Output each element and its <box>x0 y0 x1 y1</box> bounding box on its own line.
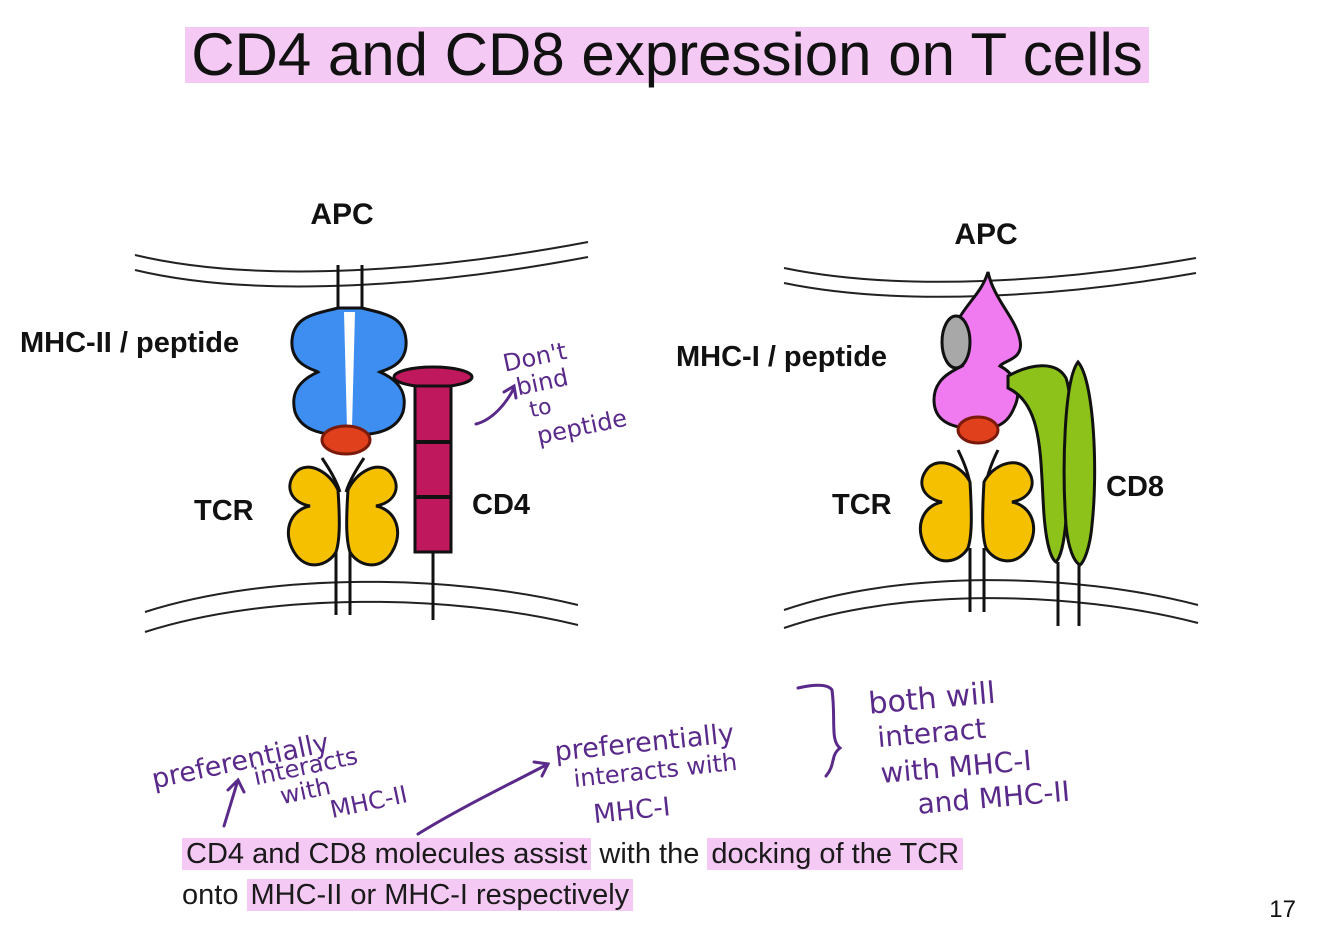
left-apc-membrane <box>134 241 589 288</box>
left-tcr <box>286 457 400 615</box>
body-line-2: onto MHC-II or MHC-I respectively <box>182 875 1182 916</box>
title-container: CD4 and CD8 expression on T cells <box>0 18 1334 92</box>
note-dont-bind: Don't bind to peptide <box>500 337 629 450</box>
note-both: both will interact with MHC-I and MHC-II <box>867 676 1071 821</box>
body-plain-1: with the <box>591 838 708 870</box>
page-number: 17 <box>1269 896 1296 923</box>
body-text: CD4 and CD8 molecules assist with the do… <box>182 834 1182 916</box>
cd8-molecule <box>1006 359 1097 626</box>
mhc2-groove <box>344 312 355 428</box>
note-dont-bind-line3: to <box>527 394 554 423</box>
right-tcr-label: TCR <box>832 489 892 521</box>
left-tcr-label: TCR <box>194 495 254 527</box>
cd8-label: CD8 <box>1106 471 1164 503</box>
body-highlight-1: CD4 and CD8 molecules assist <box>182 838 592 870</box>
right-apc-label: APC <box>954 218 1017 251</box>
slide-title: CD4 and CD8 expression on T cells <box>185 18 1149 92</box>
left-diagram: APC MHC-II / peptide TCR CD4 <box>20 198 589 633</box>
body-highlight-3: MHC-II or MHC-I respectively <box>246 879 634 911</box>
right-mhc-label: MHC-I / peptide <box>676 341 887 373</box>
body-plain-2: onto <box>182 879 247 911</box>
arrow-cd4-note <box>222 777 246 828</box>
bracket <box>796 683 843 778</box>
note-cd8: preferentially interacts with MHC-I <box>553 718 738 830</box>
left-apc-label: APC <box>310 198 373 231</box>
note-cd8-line3: MHC-I <box>592 792 672 830</box>
right-tcell-membrane <box>783 579 1199 629</box>
handwritten-annotations: Don't bind to peptide preferentially int… <box>149 337 1071 836</box>
cd4-label: CD4 <box>472 489 530 521</box>
left-tcell-membrane <box>144 580 579 633</box>
arrow-cd8-note <box>416 760 551 836</box>
body-highlight-2: docking of the TCR <box>707 838 964 870</box>
beta2m-domain <box>940 314 972 370</box>
note-cd4-line4: MHC-II <box>328 780 410 824</box>
body-line-1: CD4 and CD8 molecules assist with the do… <box>182 834 1182 875</box>
cd4-molecule <box>392 365 474 620</box>
left-mhc-label: MHC-II / peptide <box>20 327 239 359</box>
right-tcr <box>918 449 1036 612</box>
arrow-dont-bind <box>474 383 518 426</box>
mhc1-peptide <box>956 415 1000 445</box>
right-diagram: APC MHC-I / peptide TCR CD8 <box>676 218 1199 629</box>
mhc2-peptide <box>320 424 372 456</box>
